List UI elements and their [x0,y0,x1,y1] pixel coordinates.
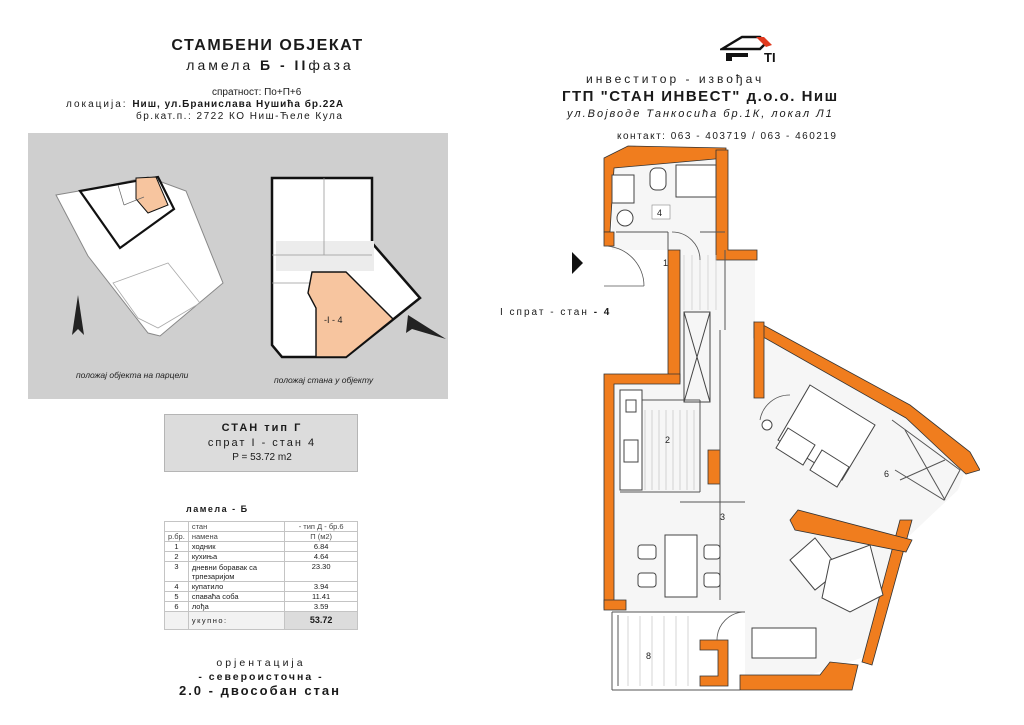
site-panel: -I - 4 положај објекта на парцели положа… [28,133,448,399]
hall-floor [683,255,717,310]
header-num: р.бр. [164,531,189,542]
orientation-label: орјентација [216,657,306,669]
room-label-1: 1 [663,258,668,268]
table-row: 4 купатило 3.94 [164,581,358,592]
type-line3: P = 53.72 m2 [232,452,292,463]
room-label-6: 6 [884,469,889,479]
table-row: 6 лођа 3.59 [164,601,358,612]
table-row: 5 спаваћа соба 11.41 [164,591,358,602]
investor-label: инвеститор - извођач [586,72,765,86]
doors [603,231,791,641]
header-label: намена [187,531,286,542]
room-num: 1 [164,541,189,552]
kitchen-counter [619,389,643,491]
caption-building: положај стана у објекту [274,375,374,385]
room-label-4: 4 [657,208,662,218]
room-num: 5 [164,591,189,602]
room-area: 6.84 [284,541,358,552]
north-arrow-icon [72,295,84,335]
dining-table [637,534,721,598]
interior-walls [611,231,961,691]
room-area: 3.59 [284,601,358,612]
header-value: - тип Д - бр.6 [284,521,358,532]
table-row: стан - тип Д - бр.6 [164,521,358,532]
table-row: 1 ходник 6.84 [164,541,358,552]
room-area: 3.94 [284,581,358,592]
lamela-id: Б - II [260,57,309,73]
room-num: 3 [164,561,189,582]
room-name: дневни боравак са трпезаријом [187,561,286,582]
room-name: ходник [187,541,286,552]
floor-plan: 4 1 2 3 6 8 [603,145,980,691]
loggia-floor [627,616,689,686]
room-label-3: 3 [720,512,725,522]
table-row: р.бр. намена П (м2) [164,531,358,542]
wardrobe [683,311,711,403]
type-line2: спрат I - стан 4 [207,437,317,449]
apartment-kind: 2.0 - двособан стан [178,683,342,698]
company-logo: TI [717,35,790,65]
investor-address: ул.Војводе Танкосића бр.1К, локал Л1 [567,108,834,120]
site-drawings: -I - 4 положај објекта на парцели положа… [55,175,446,385]
orientation-value: - североисточна - [198,671,324,683]
exterior-walls [603,145,980,691]
building-drawing [270,176,422,359]
bathroom-fixtures [611,164,717,227]
parcel-drawing [55,175,224,337]
bed [761,384,876,488]
investor-contact: контакт: 063 - 403719 / 063 - 460219 [617,131,838,142]
floor-label: I спрат - стан - 4 [500,307,611,318]
lamela-label: ламела - Б [186,504,249,514]
header-label: стан [187,521,286,532]
type-line1: СТАН тип Г [221,422,303,434]
room-table: стан - тип Д - бр.6 р.бр. намена П (м2) … [164,521,358,630]
room-num: 4 [164,581,189,592]
living-furniture [751,537,884,659]
room-area: 23.30 [284,561,358,582]
apartment-tag: -I - 4 [324,315,343,325]
apartment-highlight [135,176,169,214]
header-value: П (м2) [284,531,358,542]
room-name: кухиња [187,551,286,562]
project-floors: спратност: По+П+6 [212,87,302,98]
floor-label-num: - 4 [593,307,612,318]
room-num: 2 [164,551,189,562]
room-area: 4.64 [284,551,358,562]
room-name: спаваћа соба [187,591,286,602]
lamela-suffix: фаза [308,57,354,73]
caption-parcel: положај објекта на парцели [76,370,189,380]
table-row: 2 кухиња 4.64 [164,551,358,562]
project-cadastre: бр.кат.п.: 2722 КО Ниш-Ћеле Кула [136,111,344,122]
building-outline [78,175,176,250]
north-arrow-icon [406,315,446,339]
room-name: купатило [187,581,286,592]
total-label: укупно: [187,611,286,630]
location-value: Ниш, ул.Бранислава Нушића бр.22А [132,99,345,110]
kitchen-floor [644,410,695,490]
table-row: 3 дневни боравак са трпезаријом 23.30 [164,561,358,582]
investor-name: ГТП "СТАН ИНВЕСТ" д.о.о. Ниш [562,88,839,105]
project-location: локација: Ниш, ул.Бранислава Нушића бр.2… [66,99,344,110]
location-label: локација: [66,99,128,110]
project-title: СТАМБЕНИ ОБЈЕКАТ [171,37,364,54]
total-value: 53.72 [284,611,358,630]
room-name: лођа [187,601,286,612]
logo-text: TI [764,50,776,65]
table-row-total: укупно: 53.72 [164,611,358,630]
room-label-8: 8 [646,651,651,661]
floor-label-prefix: I спрат - стан [500,307,589,318]
room-label-2: 2 [665,435,670,445]
room-area: 11.41 [284,591,358,602]
project-lamela: ламела Б - IIфаза [145,57,395,73]
room-num: 6 [164,601,189,612]
apartment-type-box: СТАН тип Г спрат I - стан 4 P = 53.72 m2 [164,414,358,472]
entrance-arrow-icon [572,252,583,274]
apartment-in-building [307,271,395,358]
lamela-prefix: ламела [186,57,254,73]
